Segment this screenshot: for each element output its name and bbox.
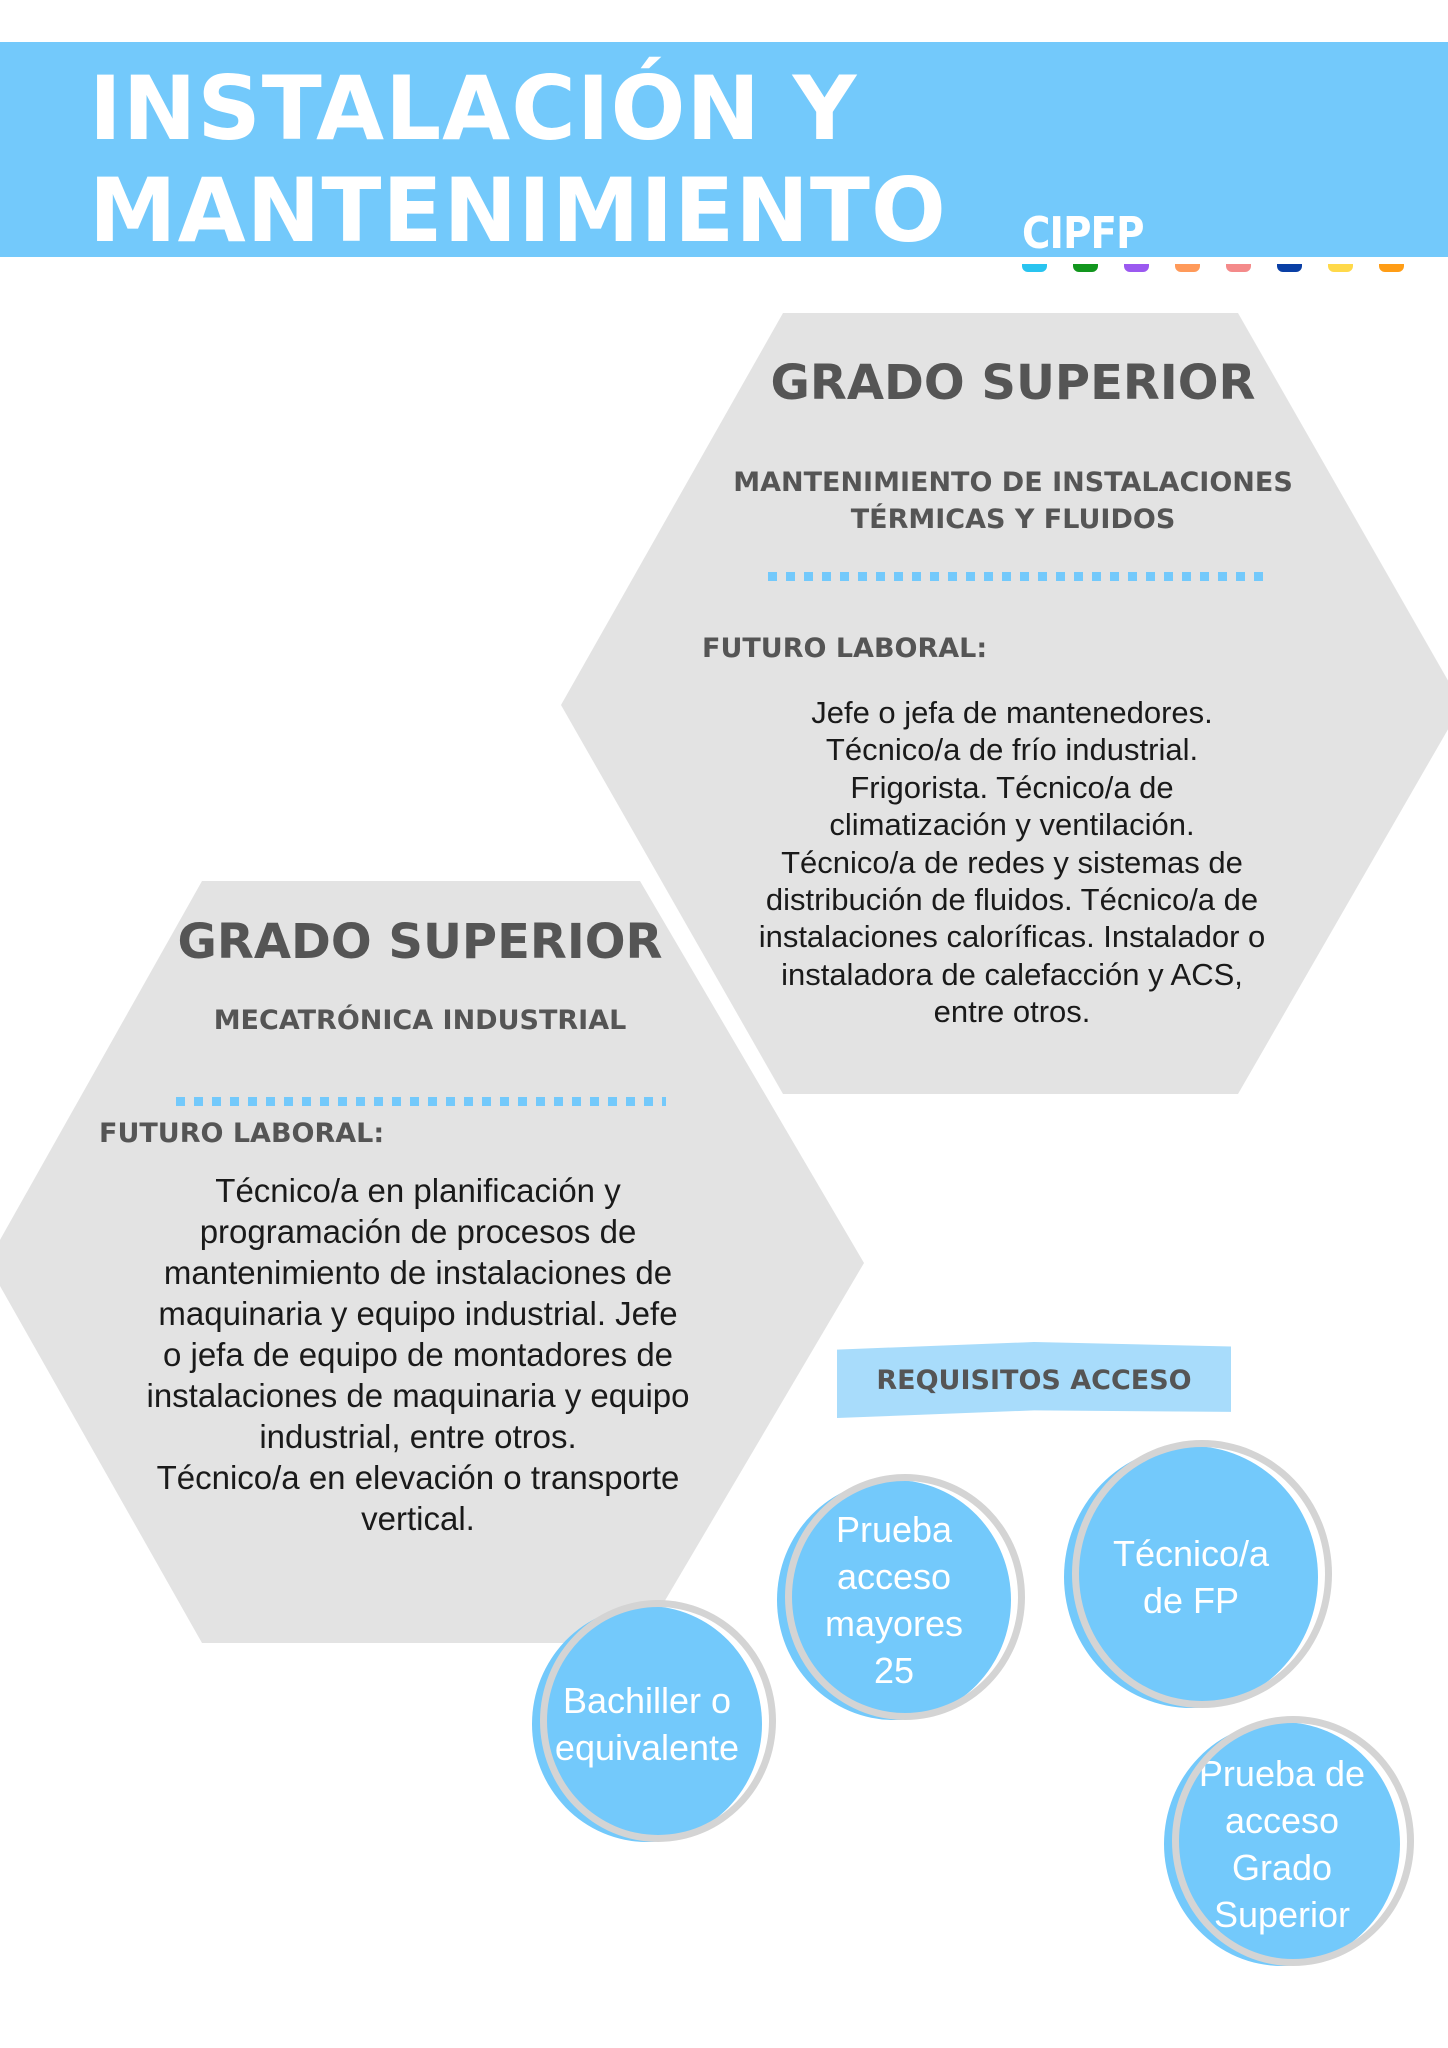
logo-color-dots (1022, 264, 1404, 272)
text-line: instalaciones de maquinaria y equipo (146, 1377, 690, 1414)
hexagon-course2 (0, 881, 864, 1643)
text-line: equivalente (554, 1727, 740, 1768)
divider (768, 572, 1264, 581)
text-line: Técnico/a en elevación o transporte (156, 1459, 680, 1496)
course1-careers: Jefe o jefa de mantenedores.Técnico/a de… (680, 694, 1344, 1031)
text-line: programación de procesos de (199, 1213, 637, 1250)
text-line: mayores (824, 1603, 964, 1644)
requirement-bachiller: Bachiller o equivalente (532, 1600, 776, 1842)
text-line: instalaciones caloríficas. Instalador o (758, 919, 1266, 955)
text-line: Grado (1231, 1847, 1333, 1888)
text-line: acceso (1224, 1800, 1340, 1841)
logo-dot (1277, 264, 1302, 272)
text-line: vertical. (361, 1500, 475, 1537)
text-line: Bachiller o (562, 1680, 732, 1721)
text-line: Prueba de (1198, 1753, 1366, 1794)
text-line: Técnico/a de frío industrial. (825, 732, 1199, 768)
logo-dot (1073, 264, 1098, 272)
text-line: Superior (1213, 1894, 1351, 1935)
divider (176, 1097, 666, 1106)
text-line: 25 (873, 1650, 915, 1691)
requirement-tecnico-fp: Técnico/a de FP (1064, 1440, 1332, 1708)
text-line: o jefa de equipo de montadores de (162, 1336, 674, 1373)
course1-future-label: FUTURO LABORAL: (702, 633, 988, 664)
text-line: acceso (836, 1556, 952, 1597)
text-line: Frigorista. Técnico/a de (850, 769, 1174, 805)
logo-dot (1124, 264, 1149, 272)
logo-dot (1328, 264, 1353, 272)
text-line: maquinaria y equipo industrial. Jefe (158, 1295, 678, 1332)
course2-name: MECATRÓNICA INDUSTRIAL (213, 1005, 627, 1036)
course2-level: GRADO SUPERIOR (177, 914, 663, 970)
logo-dot (1379, 264, 1404, 272)
text-line: instaladora de calefacción y ACS, (781, 956, 1243, 992)
course2-careers: Técnico/a en planificación y programación… (90, 1170, 746, 1539)
course2-future-label: FUTURO LABORAL: (99, 1118, 385, 1149)
text-line: distribución de fluidos. Técnico/a de (765, 882, 1259, 918)
text-line: Técnico/a en planificación y (215, 1172, 621, 1209)
text-line: de FP (1142, 1580, 1240, 1621)
logo-dot (1175, 264, 1200, 272)
text-line: Prueba (835, 1509, 953, 1550)
course1-level: GRADO SUPERIOR (770, 355, 1256, 411)
text-line: entre otros. (933, 994, 1091, 1030)
header-band (0, 42, 1448, 257)
requirements-title: REQUISITOS ACCESO (837, 1342, 1231, 1418)
hexagon-course1 (561, 313, 1448, 1094)
requirement-prueba-mayores-25: Prueba acceso mayores 25 (777, 1474, 1025, 1720)
logo-dot (1022, 264, 1047, 272)
text-line: industrial, entre otros. (259, 1418, 577, 1455)
text-line: Jefe o jefa de mantenedores. (811, 695, 1213, 730)
logo-dot (1226, 264, 1251, 272)
text-line: mantenimiento de instalaciones de (163, 1254, 673, 1291)
text-line: Técnico/a (1112, 1533, 1270, 1574)
text-line: Técnico/a de redes y sistemas de (781, 844, 1243, 880)
text-line: climatización y ventilación. (829, 807, 1195, 843)
